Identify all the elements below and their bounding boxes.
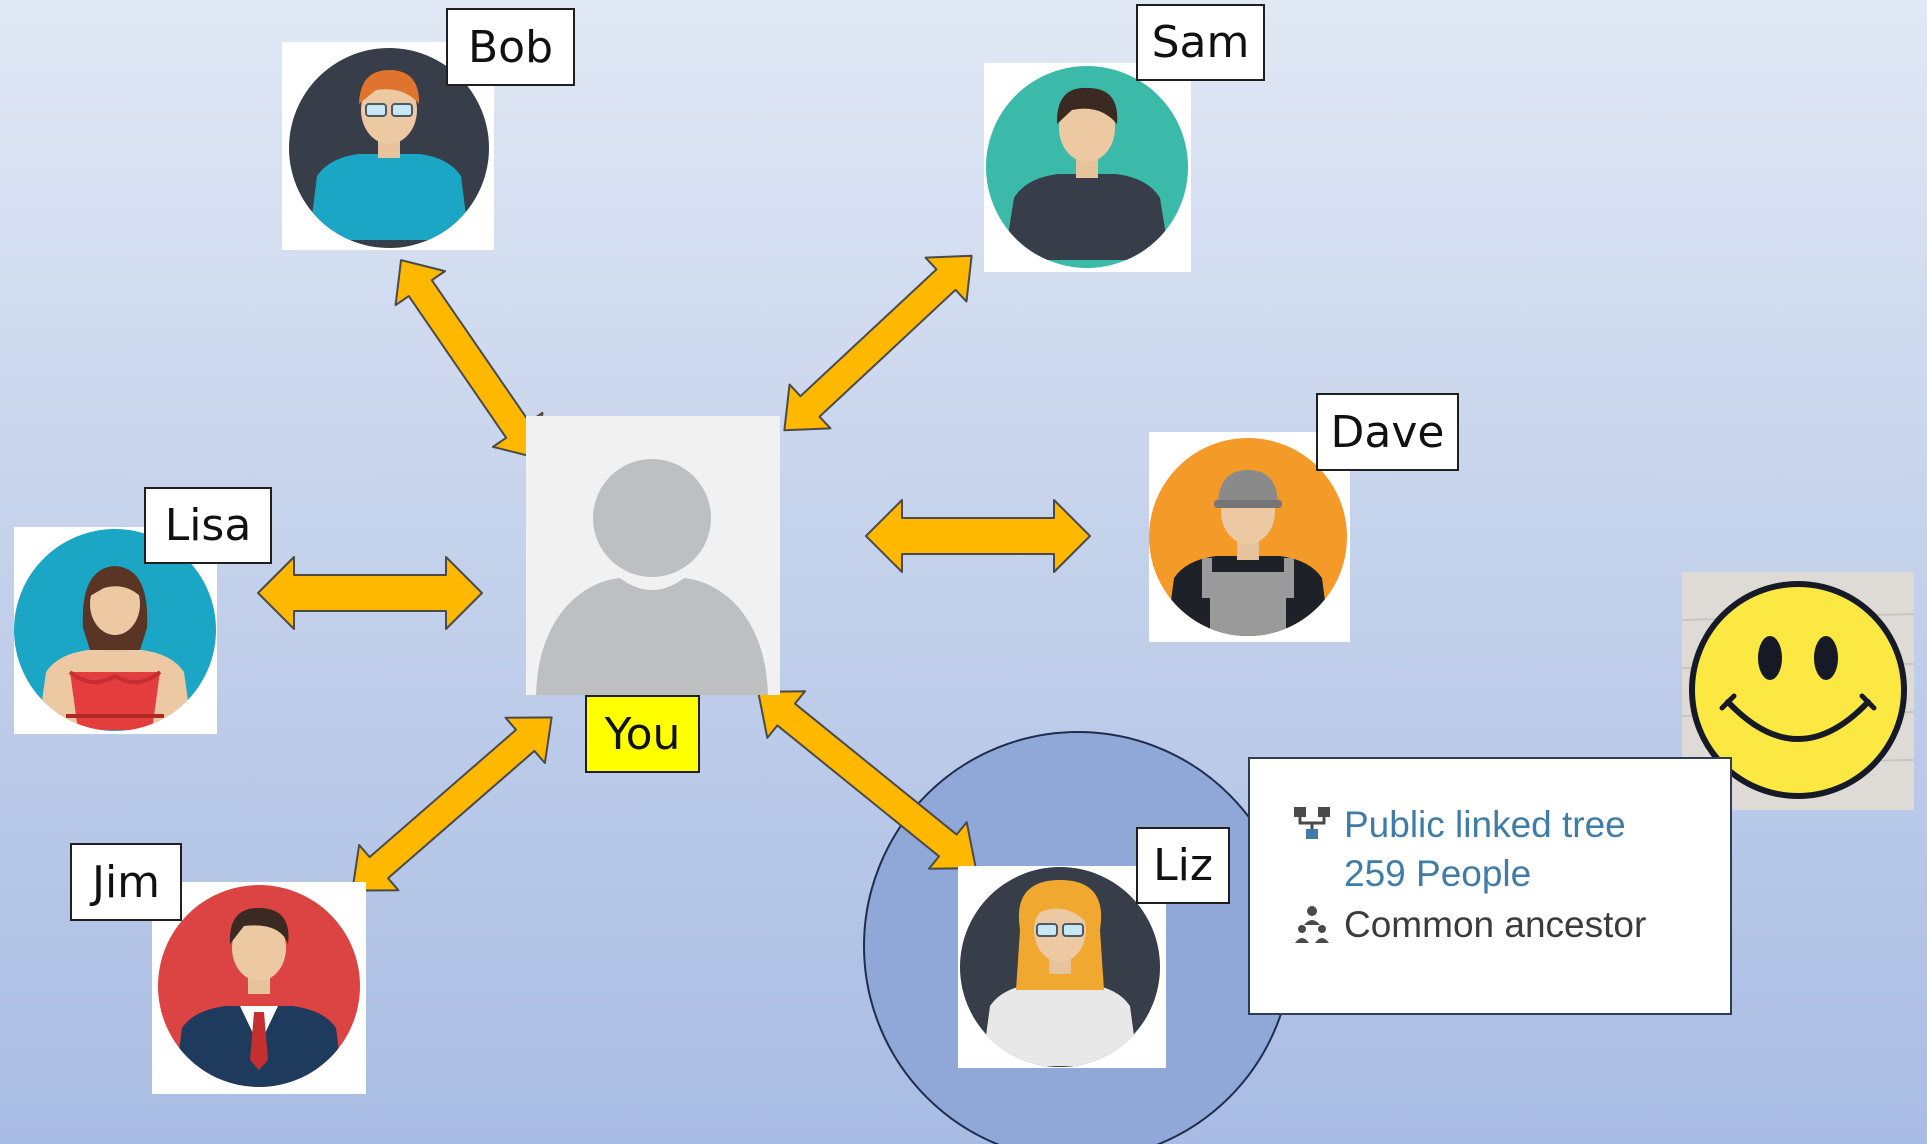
- dave-label: Dave: [1316, 393, 1459, 471]
- arrow-dave: [865, 499, 1091, 573]
- you-label: You: [585, 695, 700, 773]
- you-avatar: [526, 416, 780, 695]
- bob-label: Bob: [446, 8, 575, 86]
- match-info-box: Public linked tree 259 People Common anc…: [1248, 757, 1732, 1015]
- relationship-row: Common ancestor: [1290, 903, 1646, 947]
- tree-type-row: Public linked tree: [1290, 803, 1626, 847]
- liz-avatar: [958, 866, 1166, 1068]
- arrow-jim: [351, 716, 553, 892]
- jim-label: Jim: [70, 843, 182, 921]
- people-count-row: 259 People: [1344, 853, 1531, 895]
- arrow-lisa: [257, 556, 483, 630]
- tree-type-link[interactable]: Public linked tree: [1344, 804, 1626, 845]
- sam-avatar: [984, 63, 1191, 272]
- lisa-avatar: [14, 527, 217, 734]
- lisa-label: Lisa: [144, 487, 272, 564]
- family-tree-icon: [1294, 807, 1330, 839]
- people-count-link[interactable]: 259 People: [1344, 853, 1532, 894]
- arrow-sam: [783, 254, 973, 432]
- relationship-text: Common ancestor: [1344, 904, 1647, 945]
- common-ancestor-icon: [1295, 906, 1329, 943]
- liz-label: Liz: [1136, 827, 1230, 904]
- sam-label: Sam: [1136, 4, 1265, 81]
- jim-avatar: [152, 882, 366, 1094]
